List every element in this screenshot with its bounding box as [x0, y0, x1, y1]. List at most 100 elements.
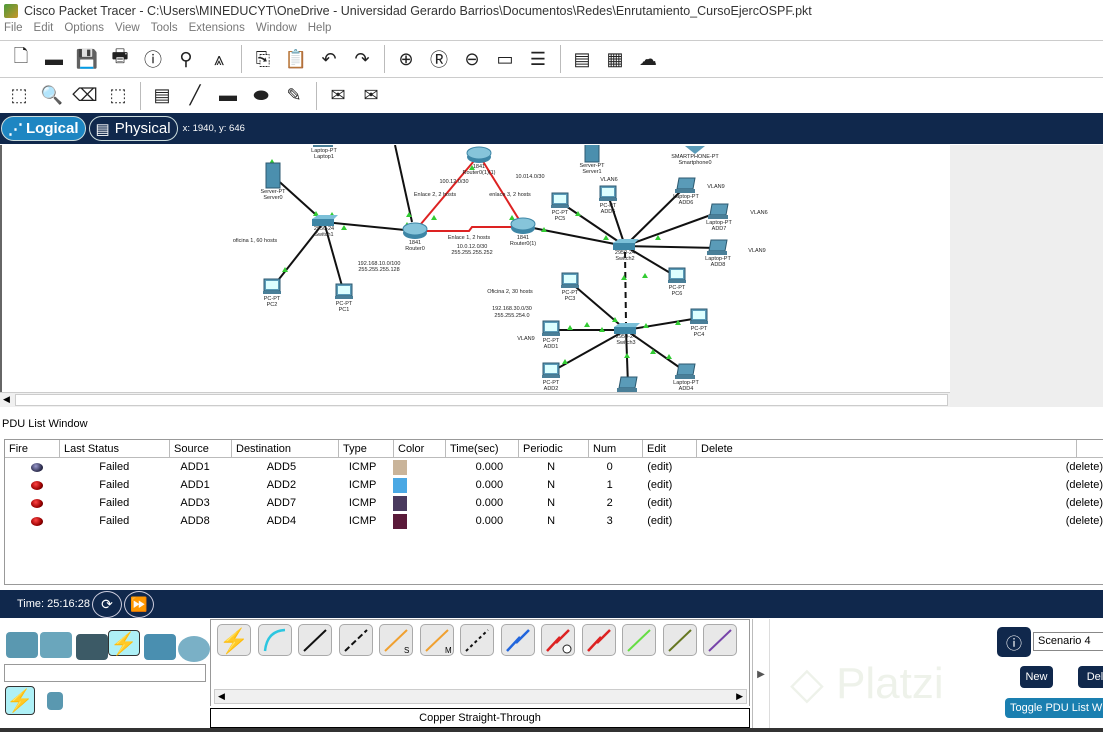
trunk-link[interactable] [624, 251, 627, 325]
redo-button[interactable]: ↷ [349, 47, 375, 71]
laptop1-device-icon[interactable] [313, 145, 333, 147]
pc3-device-icon[interactable] [561, 272, 579, 288]
cloud-viewer-button[interactable]: ☁ [635, 47, 661, 71]
link[interactable] [624, 245, 719, 249]
custom-device-button[interactable]: ⩓ [206, 47, 232, 71]
complex-pdu-button[interactable]: ✉ [358, 84, 384, 108]
connections-icon[interactable]: ⚡ [108, 630, 140, 656]
fire-button[interactable] [31, 498, 43, 508]
paste-button[interactable]: 📋 [283, 47, 309, 71]
menu-extensions[interactable]: Extensions [188, 22, 245, 34]
coaxial-cable-button[interactable] [460, 624, 494, 656]
add7-device-icon[interactable] [708, 203, 729, 219]
usb-cable-button[interactable] [662, 624, 697, 656]
expand-panel-button[interactable]: ▶ [752, 619, 770, 729]
add8-device-icon[interactable] [707, 239, 728, 255]
column-header-type[interactable]: Type [339, 439, 394, 458]
save-button[interactable]: 💾 [74, 47, 100, 71]
add4-device-icon[interactable] [675, 363, 696, 379]
network-devices-icon[interactable] [6, 632, 38, 658]
pc2-device-icon[interactable] [263, 278, 281, 294]
delete-link[interactable]: (delete) [1065, 497, 1103, 509]
window-button[interactable]: ▭ [492, 47, 518, 71]
zoom-reset-button[interactable]: Ⓡ [426, 47, 452, 71]
link[interactable] [271, 221, 325, 289]
pdu-row[interactable]: Failed ADD3 ADD7 ICMP 0.000 N 2 (edit) (… [5, 494, 1103, 512]
notes-button[interactable]: ▤ [569, 47, 595, 71]
scroll-left-icon[interactable]: ◀ [218, 691, 225, 701]
menu-view[interactable]: View [115, 22, 140, 34]
edit-link[interactable]: (edit) [647, 479, 673, 491]
logical-tab[interactable]: ⋰Logical [1, 116, 86, 141]
serial-dte-cable-button[interactable] [541, 624, 575, 656]
scrollbar-thumb[interactable] [15, 394, 948, 406]
power-cycle-button[interactable]: ⟳ [91, 590, 122, 618]
info-button[interactable]: ⓘ [140, 47, 166, 71]
link[interactable] [624, 185, 687, 247]
pc5-device-icon[interactable] [551, 192, 569, 208]
miscellaneous-icon[interactable] [144, 634, 176, 660]
canvas-horizontal-scrollbar[interactable]: ◀ [0, 392, 950, 407]
column-header-periodic[interactable]: Periodic [519, 439, 589, 458]
add1-device-icon[interactable] [542, 320, 560, 336]
column-header-destination[interactable]: Destination [232, 439, 339, 458]
auto-cable-button[interactable]: ⚡ [217, 624, 251, 656]
scenario-select[interactable]: Scenario 4 [1033, 632, 1103, 651]
fire-button[interactable] [31, 516, 43, 526]
activity-wizard-button[interactable]: ⚲ [173, 47, 199, 71]
components-icon[interactable] [76, 634, 108, 660]
inspect-button[interactable]: 🔍 [39, 84, 65, 108]
menu-edit[interactable]: Edit [33, 22, 54, 34]
wireless-cable-button[interactable] [703, 624, 737, 656]
column-header-num[interactable]: Num [589, 439, 643, 458]
straight-through-cable-button[interactable] [298, 624, 332, 656]
pc6-device-icon[interactable] [668, 267, 686, 283]
zoom-in-button[interactable]: ⊕ [393, 47, 419, 71]
fast-forward-button[interactable]: ⏩ [123, 590, 154, 618]
router0-device-icon[interactable] [402, 222, 428, 239]
menu-tools[interactable]: Tools [150, 22, 178, 34]
switch3-device-icon[interactable] [614, 323, 640, 334]
link[interactable] [559, 201, 626, 247]
serial-link[interactable] [414, 154, 480, 232]
iot-cable-button[interactable] [622, 624, 656, 656]
delete-scenario-button[interactable]: Dele [1078, 666, 1103, 688]
physical-tab[interactable]: ▤Physical [88, 116, 178, 141]
new-button[interactable]: 🗋 [8, 46, 34, 71]
serial-dce-cable-button[interactable] [500, 624, 535, 656]
serial-link[interactable] [422, 226, 517, 232]
copy-button[interactable]: ⎘ [250, 47, 276, 71]
link[interactable] [394, 145, 413, 223]
connections-subtype-icon[interactable]: ⚡ [5, 686, 35, 715]
pdu-row[interactable]: Failed ADD1 ADD2 ICMP 0.000 N 1 (edit) (… [5, 476, 1103, 494]
end-devices-icon[interactable] [40, 632, 72, 658]
serial-link[interactable] [478, 154, 524, 227]
edit-link[interactable]: (edit) [647, 497, 673, 509]
delete-link[interactable]: (delete) [1065, 515, 1103, 527]
resize-button[interactable]: ⬚ [105, 84, 131, 108]
link[interactable] [624, 211, 720, 247]
octal-cable-button[interactable] [581, 624, 616, 656]
device-search-input[interactable] [4, 664, 206, 682]
menu-options[interactable]: Options [64, 22, 104, 34]
link[interactable] [625, 329, 687, 373]
menu-help[interactable]: Help [307, 22, 332, 34]
rectangle-button[interactable]: ▬ [215, 84, 241, 108]
smartphone0-device-icon[interactable] [685, 146, 705, 154]
scroll-left-icon[interactable]: ◀ [3, 394, 10, 404]
simple-pdu-button[interactable]: ✉ [325, 84, 351, 108]
column-header-color[interactable]: Color [394, 439, 446, 458]
phone-cable-button[interactable]: M [419, 624, 454, 656]
column-header-timesec[interactable]: Time(sec) [446, 439, 519, 458]
fiber-cable-button[interactable]: S [379, 624, 413, 656]
select-button[interactable]: ⬚ [6, 84, 32, 108]
link[interactable] [323, 221, 345, 294]
router011-device-icon[interactable] [466, 146, 492, 163]
link[interactable] [625, 317, 700, 331]
grid-icon[interactable] [47, 692, 63, 710]
switch1-device-icon[interactable] [312, 215, 338, 226]
add2-device-icon[interactable] [542, 362, 560, 378]
column-header-laststatus[interactable]: Last Status [60, 439, 170, 458]
menu-window[interactable]: Window [255, 22, 297, 34]
